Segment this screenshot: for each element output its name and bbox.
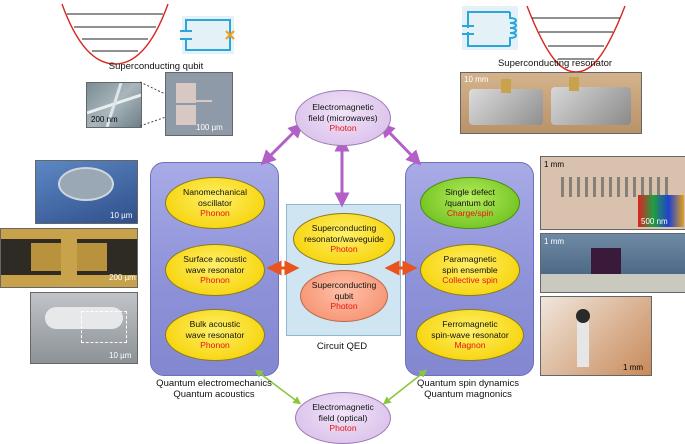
sc-resonator-line1: Superconducting xyxy=(311,223,377,234)
quantum-dot-inset-scale: 500 nm xyxy=(641,217,668,226)
sc-resonator-line2: resonator/waveguide xyxy=(304,233,384,244)
arrow-em-to-left xyxy=(260,122,304,166)
nanomechanical-oscillator-node: Nanomechanical oscillator Phonon xyxy=(165,177,265,229)
sc-qubit-particle: Photon xyxy=(330,301,358,312)
paramag-particle: Collective spin xyxy=(442,275,498,286)
arrow-em-to-right xyxy=(379,122,422,166)
defect-line2: /quantum dot xyxy=(444,197,496,208)
nanomechanical-micrograph: 10 µm xyxy=(35,160,138,224)
sc-qubit-line1: Superconducting xyxy=(311,280,377,291)
em-optical-line1: Electromagnetic xyxy=(312,402,374,413)
left-panel-caption-1: Quantum electromechanics xyxy=(156,378,272,389)
quantum-dot-scale: 1 mm xyxy=(544,160,564,169)
single-defect-node: Single defect /quantum dot Charge/spin xyxy=(420,177,520,229)
defect-line1: Single defect xyxy=(445,187,495,198)
ferro-particle: Magnon xyxy=(454,340,486,351)
bulk-acoustic-scale: 10 µm xyxy=(109,351,132,360)
ferro-line1: Ferromagnetic xyxy=(442,319,498,330)
resonator-cavity-photo: 10 mm xyxy=(460,72,642,134)
right-panel-caption-1: Quantum spin dynamics xyxy=(417,378,519,389)
saw-line2: wave resonator xyxy=(185,264,245,275)
nanomech-particle: Phonon xyxy=(200,208,230,219)
saw-line1: Surface acoustic xyxy=(183,254,247,265)
spin-wave-resonator-photo: 1 mm xyxy=(540,296,652,376)
defect-particle: Charge/spin xyxy=(446,208,494,219)
paramag-line1: Paramagnetic xyxy=(443,254,497,265)
qubit-chip-scale: 100 µm xyxy=(196,123,223,132)
nanomechanical-scale: 10 µm xyxy=(110,211,133,220)
em-microwave-line2: field (microwaves) xyxy=(308,112,378,123)
em-optical-line2: field (optical) xyxy=(318,412,368,423)
spin-ensemble-scale: 1 mm xyxy=(544,237,564,246)
bulk-acoustic-resonator-node: Bulk acoustic wave resonator Phonon xyxy=(165,309,265,361)
resonator-circuit-icon xyxy=(462,6,518,50)
ferromagnetic-resonator-node: Ferromagnetic spin-wave resonator Magnon xyxy=(416,309,524,361)
left-panel-caption-2: Quantum acoustics xyxy=(173,389,255,400)
qubit-circuit-icon xyxy=(176,12,240,58)
superconducting-resonator-caption: Superconducting resonator xyxy=(497,58,613,69)
qubit-chip-micrograph: 100 µm xyxy=(165,72,233,136)
resonator-scale: 10 mm xyxy=(464,75,489,84)
saw-resonator-node: Surface acoustic wave resonator Phonon xyxy=(165,244,265,296)
right-panel-caption-2: Quantum magnonics xyxy=(424,389,512,400)
circuit-qed-caption: Circuit QED xyxy=(316,341,368,352)
qubit-junction-scale: 200 nm xyxy=(91,115,118,124)
em-field-optical-node: Electromagnetic field (optical) Photon xyxy=(295,392,391,444)
sc-qubit-node: Superconducting qubit Photon xyxy=(300,270,388,322)
saw-particle: Phonon xyxy=(200,275,230,286)
paramag-line2: spin ensemble xyxy=(442,264,498,275)
bulk-particle: Phonon xyxy=(200,340,230,351)
em-field-microwave-node: Electromagnetic field (microwaves) Photo… xyxy=(295,90,391,146)
sc-qubit-line2: qubit xyxy=(334,290,354,301)
em-optical-particle: Photon xyxy=(329,423,357,434)
bulk-line1: Bulk acoustic xyxy=(189,319,241,330)
sc-resonator-particle: Photon xyxy=(330,244,358,255)
saw-scale: 200 µm xyxy=(109,273,136,282)
spin-ensemble-photo: 1 mm xyxy=(540,233,685,293)
bulk-acoustic-micrograph: 10 µm xyxy=(30,292,138,364)
quantum-dot-micrograph: 1 mm 500 nm xyxy=(540,156,685,230)
nanomech-line1: Nanomechanical xyxy=(182,187,247,198)
bulk-line2: wave resonator xyxy=(185,329,245,340)
sc-resonator-waveguide-node: Superconducting resonator/waveguide Phot… xyxy=(293,213,395,265)
em-microwave-line1: Electromagnetic xyxy=(312,102,374,113)
spin-wave-scale: 1 mm xyxy=(623,363,643,372)
superconducting-qubit-caption: Superconducting qubit xyxy=(108,61,204,72)
ferro-line2: spin-wave resonator xyxy=(431,329,509,340)
paramagnetic-ensemble-node: Paramagnetic spin ensemble Collective sp… xyxy=(420,244,520,296)
qubit-junction-micrograph: 200 nm xyxy=(86,82,142,128)
em-microwave-particle: Photon xyxy=(329,123,357,134)
nanomech-line2: oscillator xyxy=(198,197,232,208)
saw-resonator-micrograph: 200 µm xyxy=(0,228,138,288)
